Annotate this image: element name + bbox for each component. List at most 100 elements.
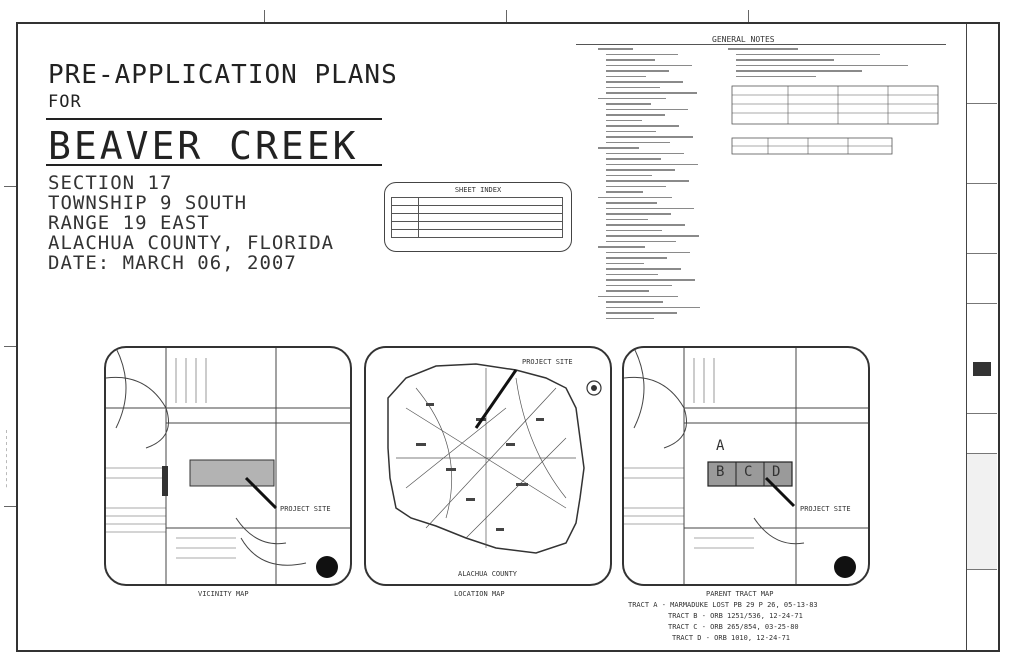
fine-print-line	[606, 86, 660, 88]
fine-print-line	[736, 75, 816, 77]
project-name: BEAVER CREEK	[48, 124, 359, 168]
parent-tract-map: A B C D PROJECT SITE	[622, 346, 870, 586]
parent-project-site-label: PROJECT SITE	[800, 505, 851, 513]
fine-print-line	[606, 251, 690, 253]
fine-print-line	[736, 59, 834, 61]
title-rule-top	[46, 118, 382, 120]
sheet-index-table	[391, 197, 563, 238]
fine-print-line	[606, 64, 692, 66]
range-line: RANGE 19 EAST	[48, 212, 210, 234]
fine-print-line	[598, 97, 666, 99]
general-notes-tables	[731, 85, 939, 155]
fine-print-line	[606, 75, 646, 77]
title-for: FOR	[48, 92, 82, 112]
fine-print-line	[606, 218, 648, 220]
general-notes-right-column	[728, 48, 940, 328]
fine-print-line	[606, 279, 695, 281]
location-map: PROJECT SITE ALACHUA COUNTY	[364, 346, 612, 586]
tract-c-label: C	[744, 464, 753, 480]
tract-b-label: B	[716, 464, 725, 480]
fine-print-line	[606, 92, 697, 94]
fine-print-line	[606, 273, 658, 275]
fine-print-line	[606, 169, 675, 171]
fine-print-line	[606, 290, 649, 292]
location-map-caption: LOCATION MAP	[454, 590, 505, 598]
tract-legend-line: TRACT A - MARMADUKE LOST PB 29 P 26, 05-…	[628, 601, 818, 609]
fine-print-line	[606, 152, 684, 154]
tract-a-label: A	[716, 438, 725, 454]
fine-print-line	[606, 284, 672, 286]
fine-print-line	[606, 257, 667, 259]
fine-print-line	[606, 301, 663, 303]
fine-print-line	[606, 59, 655, 61]
fine-print-line	[606, 108, 688, 110]
fine-print-line	[598, 48, 633, 50]
vicinity-map-drawing	[106, 348, 350, 584]
title-block-cell	[967, 184, 997, 254]
parent-tract-caption: PARENT TRACT MAP	[706, 590, 774, 598]
fine-print-line	[606, 191, 643, 193]
north-arrow-icon	[316, 556, 338, 578]
fine-print-line	[598, 295, 678, 297]
date-line: DATE: MARCH 06, 2007	[48, 252, 297, 274]
fine-print-line	[736, 53, 880, 55]
sheet-index-row	[391, 221, 563, 230]
fine-print-line	[606, 125, 679, 127]
firm-logo-icon	[973, 362, 991, 376]
fine-print-line	[736, 70, 862, 72]
title-block-column	[966, 24, 998, 650]
title-block-cell	[967, 104, 997, 184]
fine-print-line	[606, 213, 671, 215]
border-tick	[264, 10, 265, 22]
tract-legend-line: TRACT D - ORB 1010, 12-24-71	[672, 634, 791, 642]
border-tick	[748, 10, 749, 22]
title-block-cell	[967, 454, 997, 570]
fine-print-line	[598, 147, 639, 149]
border-tick	[4, 506, 16, 507]
fine-print-line	[606, 268, 681, 270]
fine-print-line	[606, 202, 657, 204]
fine-print-line	[736, 64, 908, 66]
sheet-index-row	[391, 213, 563, 222]
fine-print-line	[606, 163, 698, 165]
compass-icon	[586, 380, 602, 396]
fine-print-line	[598, 196, 672, 198]
fine-print-line	[606, 103, 651, 105]
sheet-index-title: SHEET INDEX	[454, 186, 502, 194]
general-notes-title: GENERAL NOTES	[712, 35, 775, 44]
vicinity-map: PROJECT SITE	[104, 346, 352, 586]
fine-print-line	[606, 185, 666, 187]
title-rule-bottom	[46, 164, 382, 166]
title-pre-application: PRE-APPLICATION PLANS	[48, 60, 398, 90]
sheet-index: SHEET INDEX	[384, 182, 572, 252]
fine-print-line	[728, 48, 798, 50]
fine-print-line	[598, 246, 645, 248]
fine-print-line	[606, 81, 683, 83]
tract-d-label: D	[772, 464, 781, 480]
fine-print-line	[606, 136, 693, 138]
fine-print-line	[606, 114, 665, 116]
general-notes-rule	[576, 44, 946, 45]
border-file-path: — — — — — — — — — —	[4, 430, 10, 488]
sheet-index-row	[391, 229, 563, 238]
fine-print-line	[606, 180, 689, 182]
township-line: TOWNSHIP 9 SOUTH	[48, 192, 248, 214]
border-tick	[506, 10, 507, 22]
fine-print-line	[606, 119, 642, 121]
fine-print-line	[606, 158, 661, 160]
parent-tract-drawing	[624, 348, 868, 584]
sheet-index-row	[391, 205, 563, 214]
fine-print-line	[606, 262, 644, 264]
fine-print-line	[606, 317, 654, 319]
fine-print-line	[606, 130, 656, 132]
section-line: SECTION 17	[48, 172, 173, 194]
county-line: ALACHUA COUNTY, FLORIDA	[48, 232, 335, 254]
fine-print-line	[606, 207, 694, 209]
vicinity-project-site-label: PROJECT SITE	[280, 505, 331, 513]
fine-print-line	[606, 70, 669, 72]
title-block-cell	[967, 414, 997, 454]
border-tick	[4, 186, 16, 187]
sheet-border	[16, 22, 1000, 652]
title-block-cell	[967, 304, 997, 414]
fine-print-line	[606, 312, 677, 314]
